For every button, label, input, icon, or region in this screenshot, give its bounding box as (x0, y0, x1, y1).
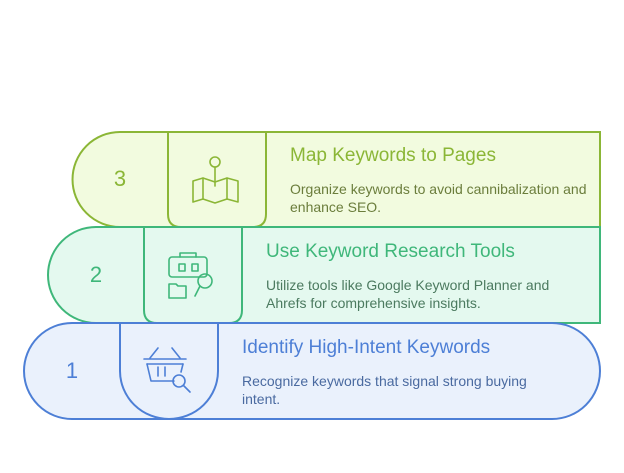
step-1-description: Recognize keywords that signal strong bu… (242, 373, 527, 407)
map-pin-icon (192, 156, 239, 204)
shopping-basket-search-icon (143, 347, 191, 393)
step-3-number: 3 (113, 166, 127, 191)
step-1-band (23, 322, 601, 420)
step-2-title: Use Keyword Research Tools (266, 241, 515, 262)
step-3-title: Map Keywords to Pages (290, 145, 496, 166)
step-3-band (71, 131, 601, 228)
step-1-title: Identify High-Intent Keywords (242, 337, 491, 358)
step-2-number: 2 (89, 262, 103, 287)
toolbox-search-icon (168, 252, 213, 299)
step-3-description: Organize keywords to avoid cannibalizati… (290, 181, 587, 215)
step-2-description: Utilize tools like Google Keyword Planne… (266, 277, 550, 311)
step-1-number: 1 (65, 358, 79, 383)
